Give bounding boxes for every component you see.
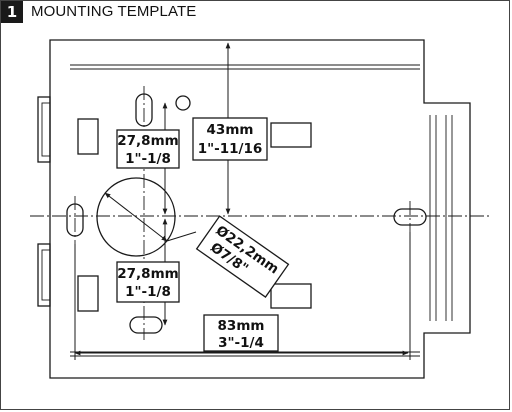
knockout-rect-lower-left bbox=[77, 275, 99, 312]
knockout-rect-upper-left bbox=[77, 118, 99, 155]
step-number-badge: 1 bbox=[1, 1, 23, 23]
leader-knockout bbox=[166, 231, 197, 242]
dim-line-knockout-diameter bbox=[104, 192, 168, 242]
left-tab-bottom bbox=[37, 243, 51, 307]
page-title: MOUNTING TEMPLATE bbox=[31, 3, 197, 20]
knockout-rect-upper-right bbox=[270, 122, 312, 148]
label-box-knockout-diameter bbox=[195, 215, 290, 298]
dim-hole-spacing-top-metric: 27,8mm bbox=[117, 133, 178, 149]
dim-hole-spacing-top-imperial: 1"-1/8 bbox=[125, 151, 171, 167]
knockout-circle bbox=[96, 177, 176, 257]
dim-slot-spacing-imperial: 3"-1/4 bbox=[218, 335, 264, 351]
enclosure-outline bbox=[49, 39, 471, 379]
label-box-top-to-center bbox=[192, 117, 268, 161]
knockout-rect-lower-right bbox=[270, 283, 312, 309]
dim-hole-spacing-bottom-imperial: 1"-1/8 bbox=[125, 284, 171, 300]
dim-slot-spacing-metric: 83mm bbox=[218, 318, 265, 334]
dim-top-to-center-metric: 43mm bbox=[207, 122, 254, 138]
label-box-hole-spacing-top bbox=[116, 129, 180, 169]
slot-bottom bbox=[129, 316, 163, 334]
label-box-hole-spacing-bottom bbox=[116, 261, 180, 303]
small-hole bbox=[175, 95, 191, 111]
left-tab-top bbox=[37, 96, 51, 163]
left-tab-bottom-inner bbox=[41, 249, 51, 301]
dim-top-to-center-imperial: 1"-11/16 bbox=[198, 141, 263, 157]
label-box-slot-spacing bbox=[203, 314, 279, 352]
left-tab-top-inner bbox=[41, 102, 51, 157]
dim-hole-spacing-bottom-metric: 27,8mm bbox=[117, 266, 178, 282]
